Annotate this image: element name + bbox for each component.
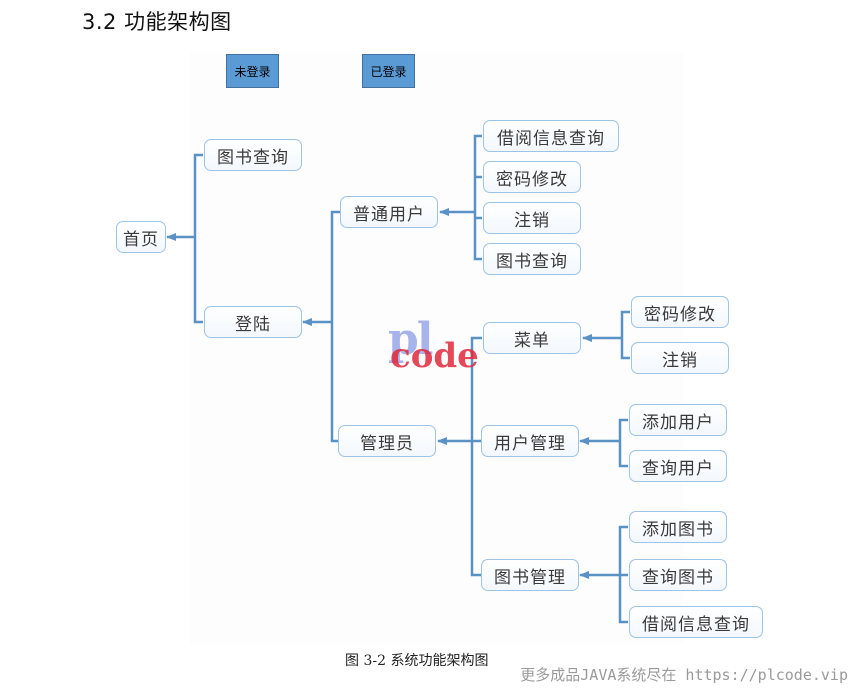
node-home: 首页 — [116, 221, 166, 253]
connector-admin-bracket — [470, 336, 482, 577]
node-menu-password-change: 密码修改 — [631, 296, 729, 328]
connector-normal-user-bracket — [473, 134, 482, 261]
legend-logged-in: 已登录 — [362, 54, 415, 88]
connector-menu-bracket — [620, 310, 630, 360]
node-menu-logout: 注销 — [631, 342, 729, 374]
node-query-book: 查询图书 — [629, 559, 727, 591]
section-heading: 3.2 功能架构图 — [82, 10, 232, 34]
watermark-logo-pl: pl — [388, 314, 434, 365]
node-nu-password-change: 密码修改 — [483, 161, 581, 193]
connector-user-mgmt-bracket — [618, 418, 628, 468]
node-add-book: 添加图书 — [629, 511, 727, 543]
node-query-user: 查询用户 — [629, 450, 727, 482]
node-menu: 菜单 — [483, 322, 581, 354]
node-normal-user: 普通用户 — [340, 196, 438, 228]
connector-login-bracket — [330, 210, 340, 443]
node-nu-book-search: 图书查询 — [483, 243, 581, 275]
node-book-management: 图书管理 — [481, 559, 579, 591]
node-bm-borrow-info-query: 借阅信息查询 — [629, 606, 763, 638]
node-add-user: 添加用户 — [629, 404, 727, 436]
node-admin: 管理员 — [338, 425, 436, 457]
node-book-search: 图书查询 — [204, 139, 302, 171]
node-login: 登陆 — [204, 306, 302, 338]
footer-watermark: 更多成品JAVA系统尽在 https://plcode.vip — [520, 666, 848, 684]
node-user-management: 用户管理 — [481, 425, 579, 457]
watermark-logo-code: code — [390, 336, 479, 376]
legend-logged-out: 未登录 — [226, 54, 279, 88]
connector-home-bracket — [193, 153, 203, 324]
node-nu-borrow-info-query: 借阅信息查询 — [483, 120, 619, 152]
node-nu-logout: 注销 — [483, 202, 581, 234]
figure-caption: 图 3-2 系统功能架构图 — [345, 653, 489, 669]
